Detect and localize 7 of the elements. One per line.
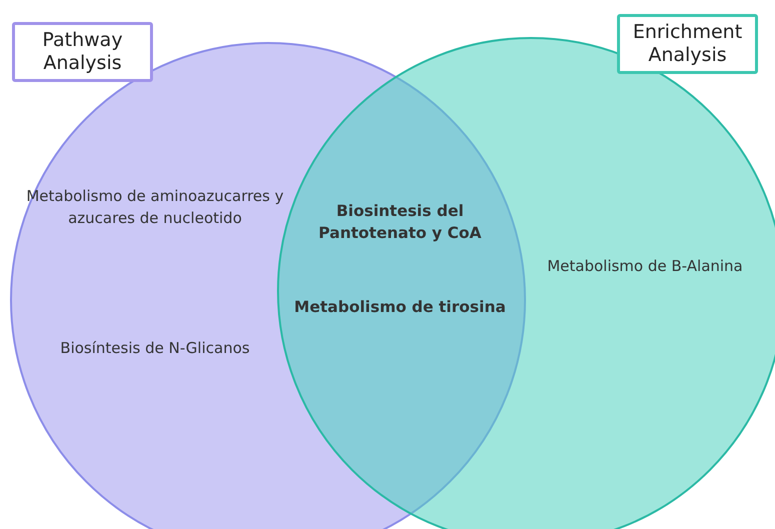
set-item-label: Biosíntesis de N-Glicanos: [59, 338, 251, 359]
set-title: Pathway Analysis: [12, 22, 153, 82]
set-title: Enrichment Analysis: [617, 14, 758, 74]
set-item-label: Metabolismo de aminoazucarres y azucares de nucleotido: [25, 186, 285, 229]
set-item-label: Metabolismo de tirosina: [293, 297, 507, 318]
set-item-label: Biosintesis del Pantotenato y CoA: [318, 201, 482, 244]
set-item-label: Metabolismo de B-Alanina: [546, 256, 744, 277]
